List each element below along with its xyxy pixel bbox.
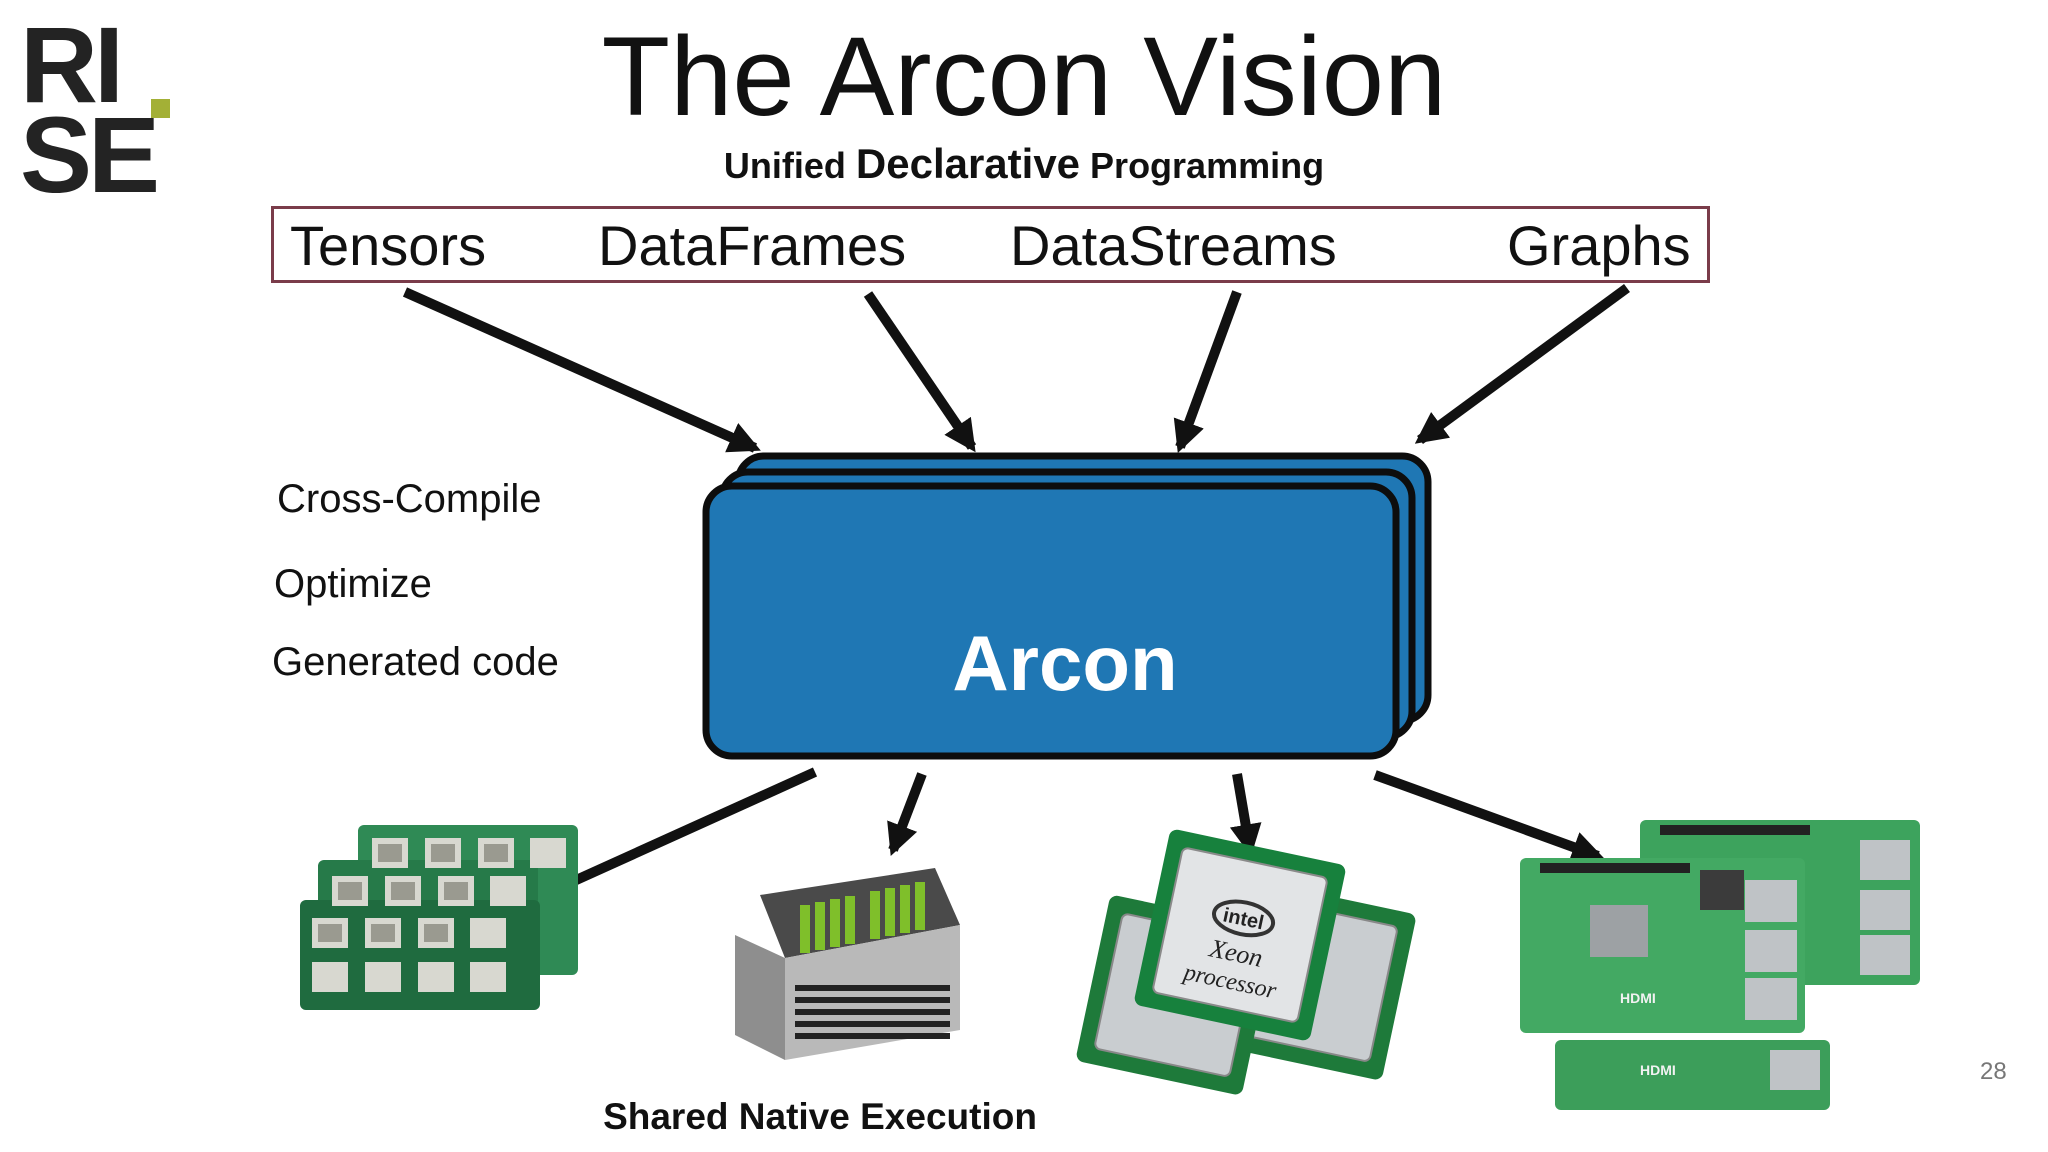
logo-line-2: SE	[20, 94, 160, 215]
label-generated-code: Generated code	[272, 640, 559, 684]
arrow-tensors	[402, 287, 761, 453]
arcon-core-stack	[702, 452, 1432, 760]
board-text-hdmi-2: HDMI	[1640, 1062, 1676, 1078]
logo-dot	[151, 99, 170, 118]
arrow-to-gpu	[887, 772, 927, 856]
programming-models-box	[271, 206, 1710, 283]
cpu-processors-image: intel Xeon processor	[1076, 829, 1416, 1095]
label-cross-compile: Cross-Compile	[277, 477, 542, 521]
arrow-to-raspberry	[1373, 770, 1605, 863]
rise-logo: RI SE	[20, 4, 170, 209]
gpu-server-image	[735, 868, 960, 1060]
raspberry-pi-boards-image: HDMI HDMI	[1520, 820, 1920, 1110]
subtitle-part-1: Unified	[723, 145, 856, 186]
output-arrows	[526, 767, 1605, 905]
subtitle-part-3: Programming	[1080, 145, 1325, 186]
model-datastreams: DataStreams	[1010, 214, 1337, 277]
page-title: The Arcon Vision	[601, 14, 1447, 139]
board-text-hdmi-1: HDMI	[1620, 990, 1656, 1006]
page-number: 28	[1980, 1058, 2007, 1085]
subtitle-part-2: Declarative	[855, 140, 1081, 187]
model-graphs: Graphs	[1507, 214, 1691, 277]
arrow-datastreams	[1173, 290, 1242, 454]
model-dataframes: DataFrames	[598, 214, 907, 277]
shared-native-execution-label: Shared Native Execution	[603, 1096, 1037, 1137]
arrow-to-cpu	[1229, 773, 1262, 857]
model-tensors: Tensors	[290, 214, 487, 277]
arrow-graphs	[1414, 283, 1630, 445]
arrow-dataframes	[863, 291, 977, 453]
tpu-boards-image	[300, 825, 578, 1010]
arrow-to-tpu	[526, 767, 818, 905]
logo-line-1: RI	[20, 4, 124, 125]
input-arrows	[402, 283, 1630, 454]
subtitle: Unified Declarative Programming	[0, 142, 2048, 188]
arcon-label: Arcon	[952, 619, 1178, 707]
label-optimize: Optimize	[274, 562, 432, 606]
arcon-box-front	[702, 482, 1400, 760]
